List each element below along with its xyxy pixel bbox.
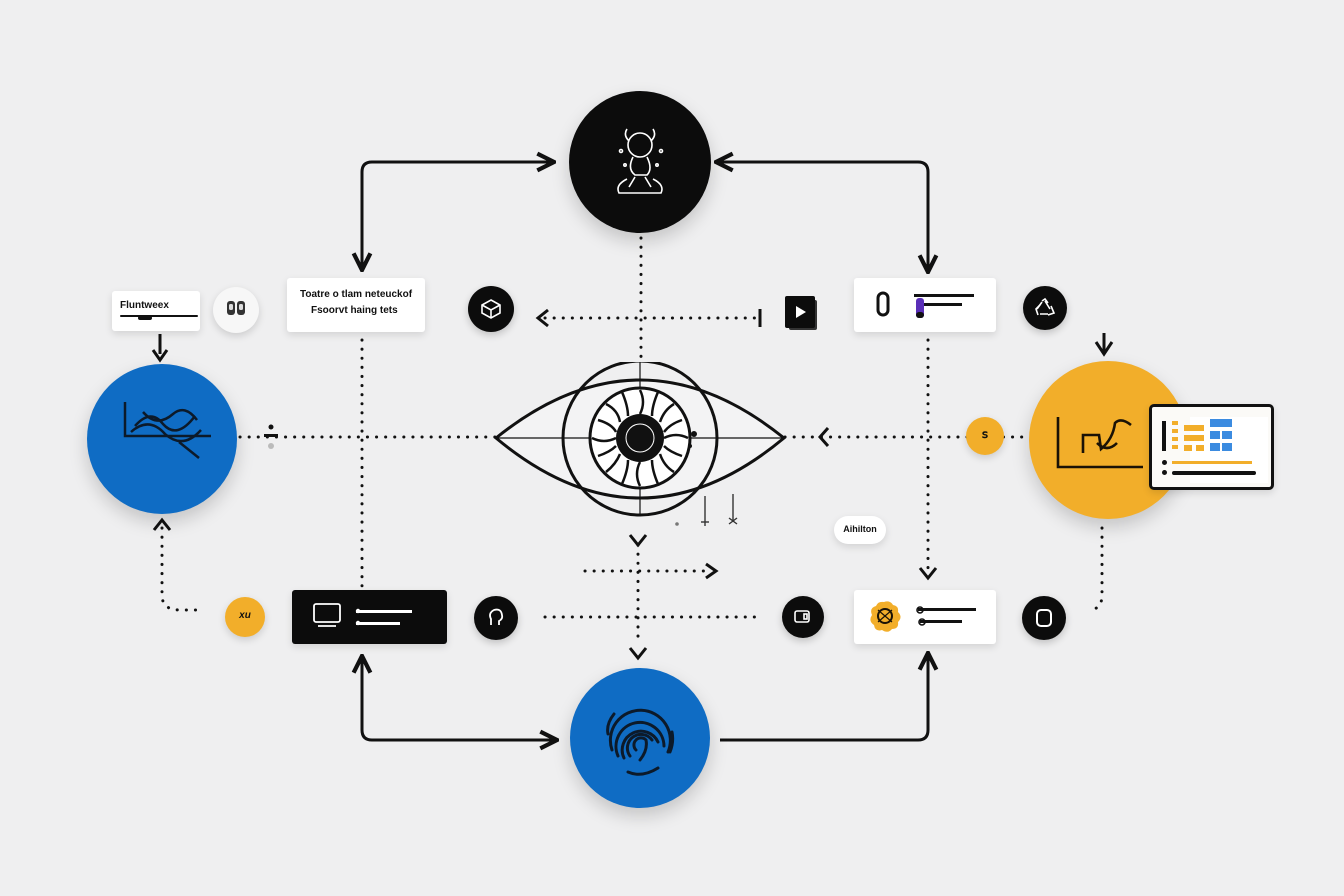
dotted-left-curve bbox=[160, 526, 200, 612]
glasses-icon bbox=[227, 301, 245, 315]
badge-pill-label: Aihilton bbox=[843, 524, 877, 534]
left-label-card[interactable]: Fluntweex bbox=[112, 291, 200, 331]
arrow-top-right-loop bbox=[718, 162, 928, 270]
phone-icon bbox=[794, 610, 810, 623]
left-card-marker bbox=[138, 316, 152, 320]
gear-icon bbox=[870, 601, 976, 632]
monitor-icon bbox=[313, 603, 412, 627]
line-chart-icon bbox=[1056, 417, 1143, 469]
yellow-node-right-label: ꜱ bbox=[981, 427, 989, 441]
badge-pill[interactable]: Aihilton bbox=[834, 516, 886, 544]
glasses-bubble[interactable] bbox=[213, 287, 259, 333]
cube-node[interactable] bbox=[468, 286, 514, 332]
dashboard-card[interactable] bbox=[1149, 404, 1274, 490]
wave-chart-icon bbox=[123, 402, 211, 459]
recycle-icon bbox=[1035, 297, 1056, 316]
dotted-right-curve bbox=[1086, 526, 1104, 612]
arrowhead-right-row bbox=[817, 427, 830, 447]
bottom-hub-node[interactable] bbox=[570, 668, 710, 808]
arrowhead-center-low bbox=[628, 647, 648, 661]
square-icon bbox=[1036, 609, 1052, 627]
yellow-node-left[interactable]: xu bbox=[225, 597, 265, 637]
top-left-text-card[interactable]: Toatre o tlam neteuckof Fsoorvt haing te… bbox=[287, 278, 425, 332]
recycle-node[interactable] bbox=[1023, 286, 1067, 330]
fingerprint-icon bbox=[606, 708, 675, 776]
arrow-bottom-right-loop bbox=[720, 655, 928, 742]
left-card-underline bbox=[120, 315, 198, 317]
top-left-card-line2: Fsoorvt haing tets bbox=[311, 305, 398, 316]
eye-icon bbox=[494, 362, 786, 517]
arrowhead-right-vertical bbox=[918, 567, 938, 581]
arrow-bottom-left-loop bbox=[362, 658, 555, 740]
top-right-card[interactable] bbox=[854, 278, 996, 332]
arrowhead-mid-small bbox=[705, 562, 719, 580]
settings-list-icon bbox=[876, 291, 974, 318]
head-icon bbox=[489, 608, 504, 625]
square-node[interactable] bbox=[1022, 596, 1066, 640]
dashboard-icon bbox=[1162, 417, 1268, 483]
head-node[interactable] bbox=[474, 596, 518, 640]
left-card-title: Fluntweex bbox=[120, 300, 169, 311]
arrowhead-top-row bbox=[535, 308, 549, 328]
play-icon bbox=[785, 296, 817, 330]
left-hub-node[interactable] bbox=[87, 364, 237, 514]
bottom-left-dark-card[interactable] bbox=[292, 590, 447, 644]
bottom-right-card[interactable] bbox=[854, 590, 996, 644]
cube-icon bbox=[481, 299, 501, 319]
yellow-node-left-label: xu bbox=[239, 610, 251, 621]
yellow-node-right[interactable]: ꜱ bbox=[966, 417, 1004, 455]
arrowhead-left-card bbox=[151, 349, 169, 363]
arrowhead-left-curve bbox=[152, 517, 172, 531]
arrow-top-left-loop bbox=[362, 162, 552, 268]
spark-marks bbox=[675, 494, 738, 526]
top-hub-node[interactable] bbox=[569, 91, 711, 233]
robot-figure-icon bbox=[617, 128, 664, 194]
arrowhead-center-mid bbox=[628, 534, 648, 548]
phone-node[interactable] bbox=[782, 596, 824, 638]
play-tile[interactable] bbox=[785, 296, 819, 332]
top-left-card-line1: Toatre o tlam neteuckof bbox=[300, 289, 413, 300]
arrowhead-right-hub bbox=[1094, 341, 1114, 357]
